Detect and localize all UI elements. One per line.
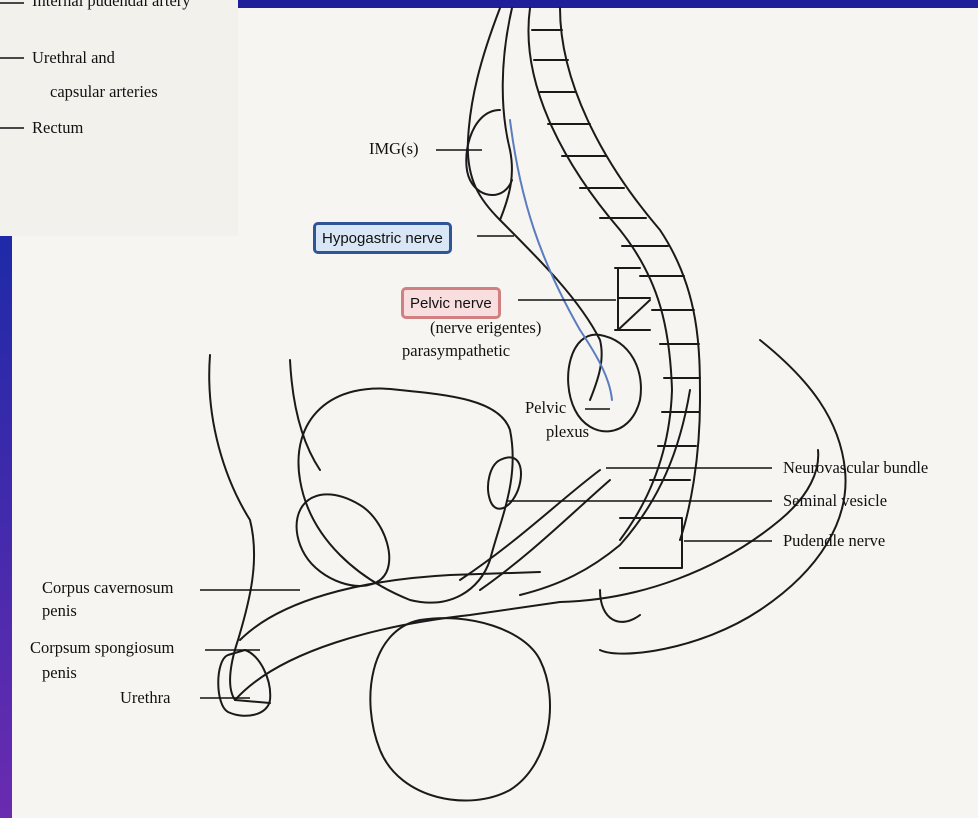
pelvic-nerve-line xyxy=(618,268,650,330)
abdomen-outline xyxy=(290,360,320,470)
hypogastric-nerve-line xyxy=(510,120,612,400)
glans xyxy=(218,650,270,716)
inset-label-urethral-capsular-1: Urethral and xyxy=(32,50,115,67)
pudendal-nerve-line xyxy=(520,390,690,595)
label-corpus-cavernosum-penis: penis xyxy=(42,603,77,620)
colon-rectum xyxy=(466,8,641,431)
label-nerve-erigentes: (nerve erigentes) xyxy=(430,320,541,337)
perineum-outline xyxy=(560,450,818,602)
label-corpsum-spongiosum: Corpsum spongiosum xyxy=(30,640,174,657)
penis-outline xyxy=(235,572,560,700)
label-neurovascular-bundle: Neurovascular bundle xyxy=(783,460,928,477)
label-plexus: plexus xyxy=(546,424,589,441)
inset-label-rectum: Rectum xyxy=(32,120,83,137)
label-parasympathetic: parasympathetic xyxy=(402,343,510,360)
label-urethra: Urethra xyxy=(120,690,170,707)
label-pelvic-nerve: Pelvic nerve xyxy=(401,287,501,319)
label-corpsum-spongiosum-penis: penis xyxy=(42,665,77,682)
inset-label-internal-pudendal-artery: Internal pudendal artery xyxy=(32,0,191,10)
label-pelvic: Pelvic xyxy=(525,400,566,417)
label-img: IMG(s) xyxy=(369,141,419,158)
label-pudendle-nerve: Pudendle nerve xyxy=(783,533,885,550)
sacrum-vertebrae xyxy=(528,8,700,540)
scrotum xyxy=(370,618,550,800)
pubic-bone xyxy=(297,494,390,586)
inset-label-urethral-capsular-2: capsular arteries xyxy=(50,84,158,101)
label-seminal-vesicle: Seminal vesicle xyxy=(783,493,887,510)
label-corpus-cavernosum: Corpus cavernosum xyxy=(42,580,174,597)
label-hypogastric-nerve: Hypogastric nerve xyxy=(313,222,452,254)
